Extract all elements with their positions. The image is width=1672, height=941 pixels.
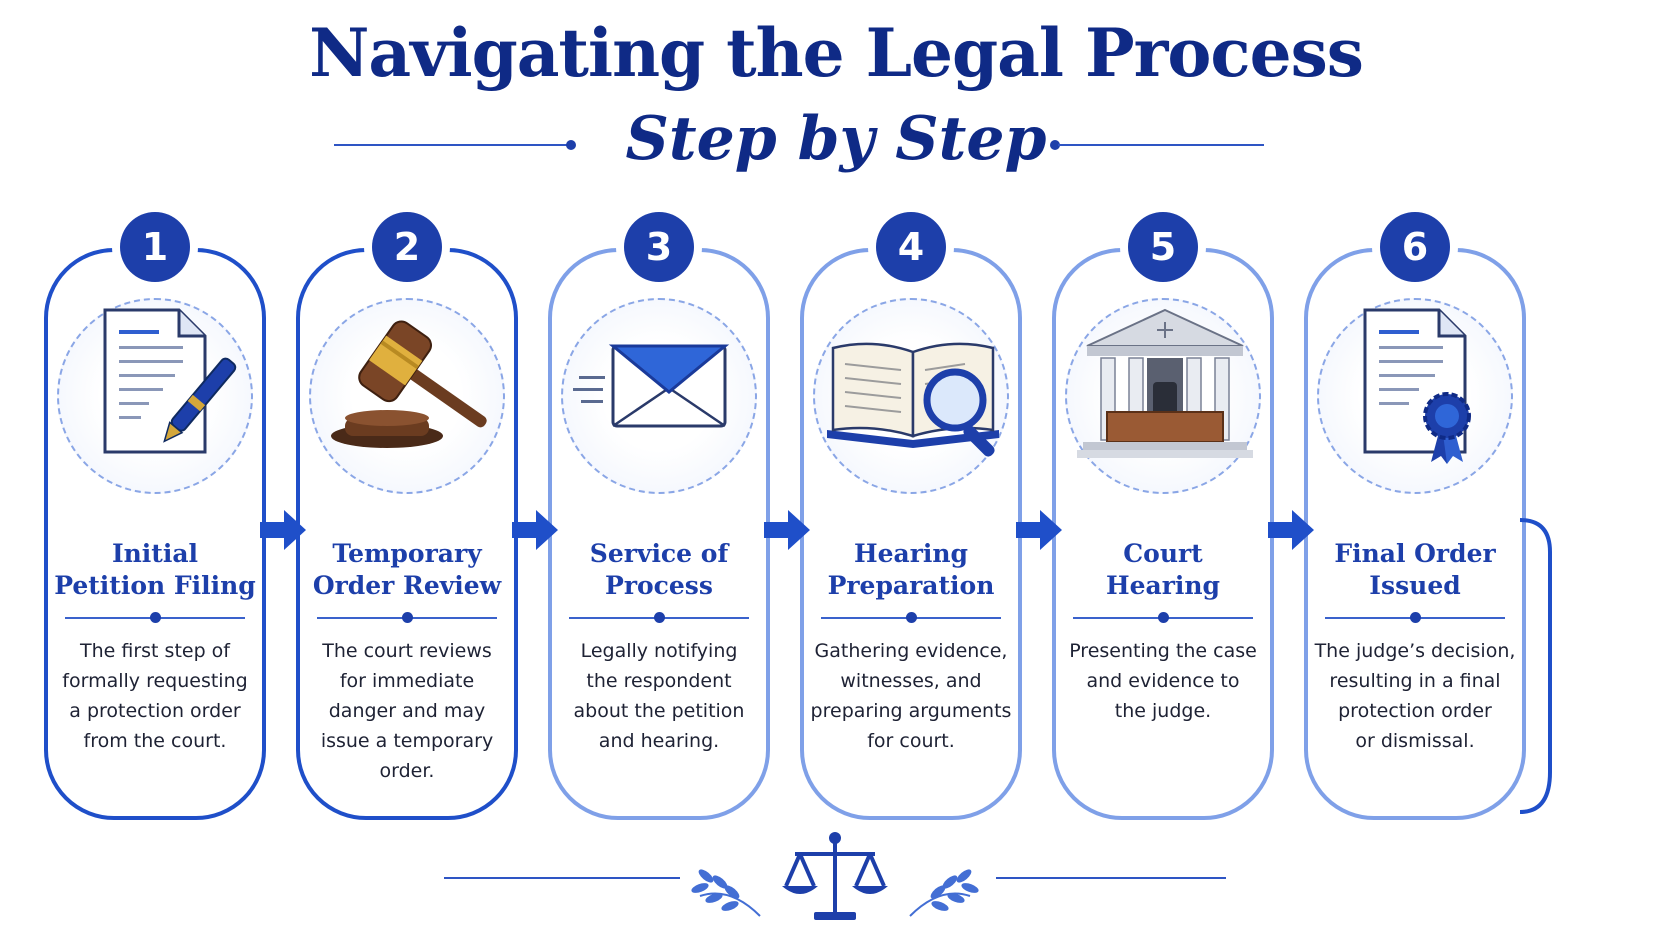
desc-line: witnesses, and: [840, 670, 982, 692]
step-divider-dot: [1410, 612, 1421, 623]
step-description: Presenting the case and evidence to the …: [1058, 636, 1268, 726]
step-title: Hearing Preparation: [800, 538, 1022, 602]
step-number-badge: 2: [372, 212, 442, 282]
desc-line: and hearing.: [598, 730, 720, 752]
step-number-badge: 6: [1380, 212, 1450, 282]
footer-rule-right: [996, 877, 1226, 879]
step-number-badge: 5: [1128, 212, 1198, 282]
subtitle-row: Step by Step: [0, 104, 1672, 184]
arrow-right-icon: [1016, 510, 1062, 550]
desc-line: or dismissal.: [1355, 730, 1475, 752]
envelope-icon: [561, 298, 757, 494]
step-title-line: Initial: [111, 539, 199, 568]
desc-line: Legally notifying: [580, 640, 738, 662]
step-description: The first step of formally requesting a …: [50, 636, 260, 756]
desc-line: from the court.: [83, 730, 227, 752]
arrow-right-icon: [260, 510, 306, 550]
step-title-line: Service of: [589, 539, 729, 568]
step-number-badge: 4: [876, 212, 946, 282]
step-title-line: Hearing: [853, 539, 969, 568]
desc-line: The court reviews: [322, 640, 492, 662]
step-title: Service of Process: [548, 538, 770, 602]
desc-line: The judge’s decision,: [1314, 640, 1516, 662]
desc-line: The first step of: [80, 640, 230, 662]
desc-line: and evidence to: [1086, 670, 1240, 692]
desc-line: Gathering evidence,: [814, 640, 1008, 662]
desc-line: protection order: [1338, 700, 1492, 722]
step-title-line: Issued: [1369, 571, 1461, 600]
step-divider-dot: [906, 612, 917, 623]
step-title-line: Preparation: [827, 571, 995, 600]
step-title-line: Final Order: [1334, 539, 1496, 568]
desc-line: preparing arguments: [810, 700, 1012, 722]
step-title: Temporary Order Review: [296, 538, 518, 602]
certificate-ribbon-icon: [1317, 298, 1513, 494]
desc-line: order.: [379, 760, 435, 782]
desc-line: the judge.: [1114, 700, 1212, 722]
desc-line: Presenting the case: [1069, 640, 1257, 662]
desc-line: issue a temporary: [320, 730, 494, 752]
subtitle-rule-dot-right: [1050, 140, 1060, 150]
step-description: Legally notifying the respondent about t…: [554, 636, 764, 756]
courthouse-icon: [1065, 298, 1261, 494]
desc-line: danger and may: [328, 700, 486, 722]
step-divider-dot: [150, 612, 161, 623]
desc-line: about the petition: [573, 700, 745, 722]
step-title-line: Court: [1123, 539, 1203, 568]
desc-line: a protection order: [69, 700, 241, 722]
step-title: Final Order Issued: [1304, 538, 1526, 602]
step-description: Gathering evidence, witnesses, and prepa…: [806, 636, 1016, 756]
step-title: Initial Petition Filing: [44, 538, 266, 602]
step-title-line: Hearing: [1105, 571, 1221, 600]
desc-line: formally requesting: [62, 670, 248, 692]
step-title-line: Temporary: [332, 539, 482, 568]
step-divider-dot: [654, 612, 665, 623]
desc-line: for court.: [867, 730, 955, 752]
step-title-line: Order Review: [312, 571, 502, 600]
desc-line: resulting in a final: [1329, 670, 1501, 692]
footer-rule-left: [444, 877, 680, 879]
desc-line: the respondent: [586, 670, 732, 692]
page-title: Navigating the Legal Process: [309, 14, 1364, 92]
step-description: The judge’s decision, resulting in a fin…: [1310, 636, 1520, 756]
scales-of-justice-icon: [691, 832, 979, 920]
step-divider-dot: [402, 612, 413, 623]
step-number-badge: 3: [624, 212, 694, 282]
subtitle-rule-right: [1058, 144, 1264, 146]
arrow-right-icon: [1268, 510, 1314, 550]
flow-line-end: [1520, 518, 1552, 814]
subtitle-rule-left: [334, 144, 570, 146]
desc-line: for immediate: [339, 670, 475, 692]
gavel-icon: [309, 298, 505, 494]
step-description: The court reviews for immediate danger a…: [302, 636, 512, 786]
arrow-right-icon: [764, 510, 810, 550]
page-subtitle: Step by Step: [625, 104, 1047, 174]
step-title-line: Process: [605, 571, 713, 600]
step-title: Court Hearing: [1052, 538, 1274, 602]
step-title-line: Petition Filing: [54, 571, 256, 600]
arrow-right-icon: [512, 510, 558, 550]
step-divider-dot: [1158, 612, 1169, 623]
document-pen-icon: [57, 298, 253, 494]
book-magnifier-icon: [813, 298, 1009, 494]
step-number-badge: 1: [120, 212, 190, 282]
subtitle-rule-dot-left: [566, 140, 576, 150]
